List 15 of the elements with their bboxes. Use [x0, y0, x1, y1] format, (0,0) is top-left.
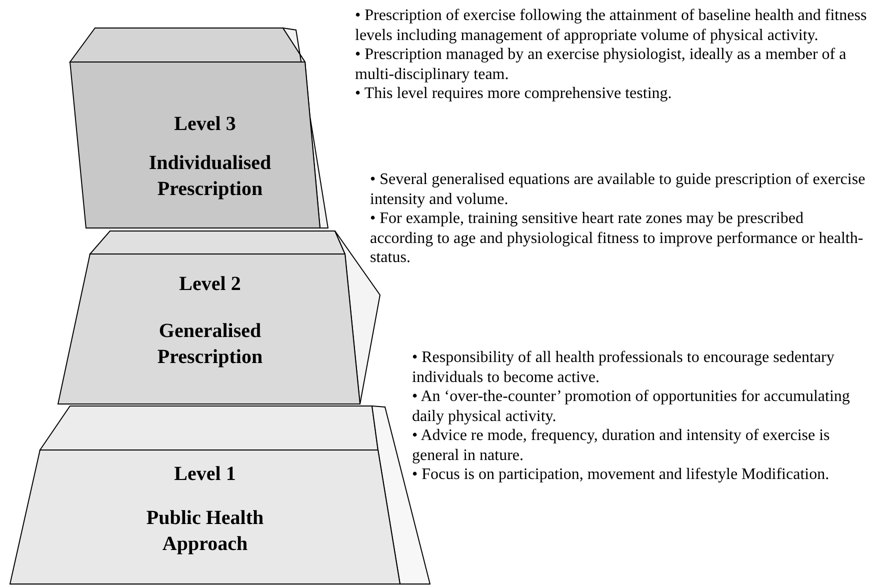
- tier-title: Generalised Prescription: [156, 319, 264, 370]
- bullet-point: • An ‘over-the-counter’ promotion of opportunities for accumulating daily physical activity.: [412, 387, 851, 426]
- tier-title: Individualised Prescription: [148, 151, 272, 202]
- tier-title: Public Health Approach: [145, 506, 265, 557]
- bullet-point: • This level requires more comprehensive testing.: [355, 84, 673, 104]
- bullet-point: • Prescription of exercise following the attainment of baseline health and fitness levels including management of appropriate volume of physical activity.: [355, 6, 868, 45]
- bullet-point: • Advice re mode, frequency, duration and intensity of exercise is general in nature.: [412, 426, 831, 465]
- bullet-point: • Prescription managed by an exercise physiologist, ideally as a member of a multi-disciplinary team.: [355, 45, 848, 84]
- bullet-point: • For example, training sensitive heart rate zones may be prescribed according to age and physiological fitness to improve performance or health-status.: [370, 209, 864, 268]
- bullet-point: • Focus is on participation, movement and lifestyle Modification.: [412, 465, 830, 484]
- bullet-point: • Several generalised equations are available to guide prescription of exercise intensity and volume.: [370, 170, 866, 209]
- bullet-point: • Responsibility of all health professionals to encourage sedentary individuals to become active.: [412, 348, 836, 387]
- level-label: Level 3: [173, 112, 237, 136]
- level-label: Level 1: [173, 462, 237, 486]
- level-label: Level 2: [178, 272, 242, 296]
